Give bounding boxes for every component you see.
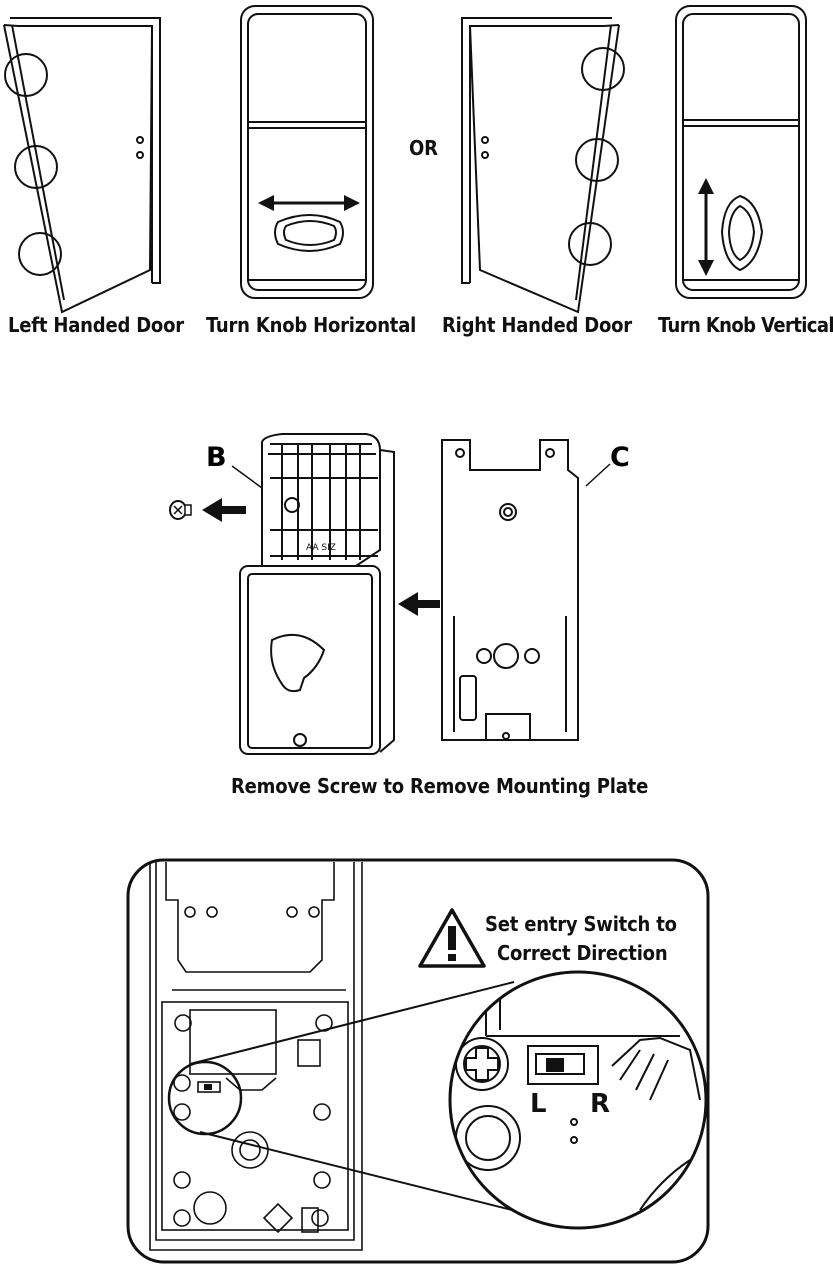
caption-right-handed-door: Right Handed Door (442, 313, 632, 337)
small-magnifier-circle (167, 1060, 243, 1136)
right-handed-door-illustration (461, 17, 625, 314)
left-handed-door-illustration (3, 17, 161, 314)
detail-panel-frame (126, 858, 710, 1264)
caption-left-handed-door: Left Handed Door (8, 313, 184, 337)
warning-text-line1: Set entry Switch to (485, 912, 677, 936)
label-c: C (610, 442, 630, 473)
warning-text-line2: Correct Direction (497, 941, 668, 965)
warning-icon (418, 908, 486, 968)
switch-left-label: L (530, 1089, 547, 1119)
switch-right-label: R (590, 1089, 610, 1119)
magnifier-connector-lines (189, 981, 515, 1211)
right-to-left-arrow-icon (398, 592, 440, 616)
battery-size-label: AA SIZ (306, 543, 336, 553)
lock-knob-vertical-illustration (675, 5, 807, 299)
zoomed-switch-detail (448, 970, 708, 1230)
lock-interior-illustration (149, 862, 363, 1251)
caption-turn-knob-horizontal: Turn Knob Horizontal (206, 313, 417, 337)
small-switch-thumb (204, 1084, 212, 1090)
label-b: B (206, 442, 227, 473)
horizontal-arrow-icon (258, 195, 360, 211)
caption-turn-knob-vertical: Turn Knob Vertical (658, 313, 833, 337)
lock-knob-horizontal-illustration (240, 5, 374, 299)
caption-remove-screw: Remove Screw to Remove Mounting Plate (231, 774, 649, 798)
mounting-plate-c-illustration (441, 439, 579, 741)
vertical-arrow-icon (698, 178, 714, 276)
caption-or: OR (409, 136, 438, 160)
lock-assembly-b-illustration (239, 433, 395, 755)
left-arrow-icon (202, 498, 246, 522)
screw-icon (169, 500, 192, 520)
